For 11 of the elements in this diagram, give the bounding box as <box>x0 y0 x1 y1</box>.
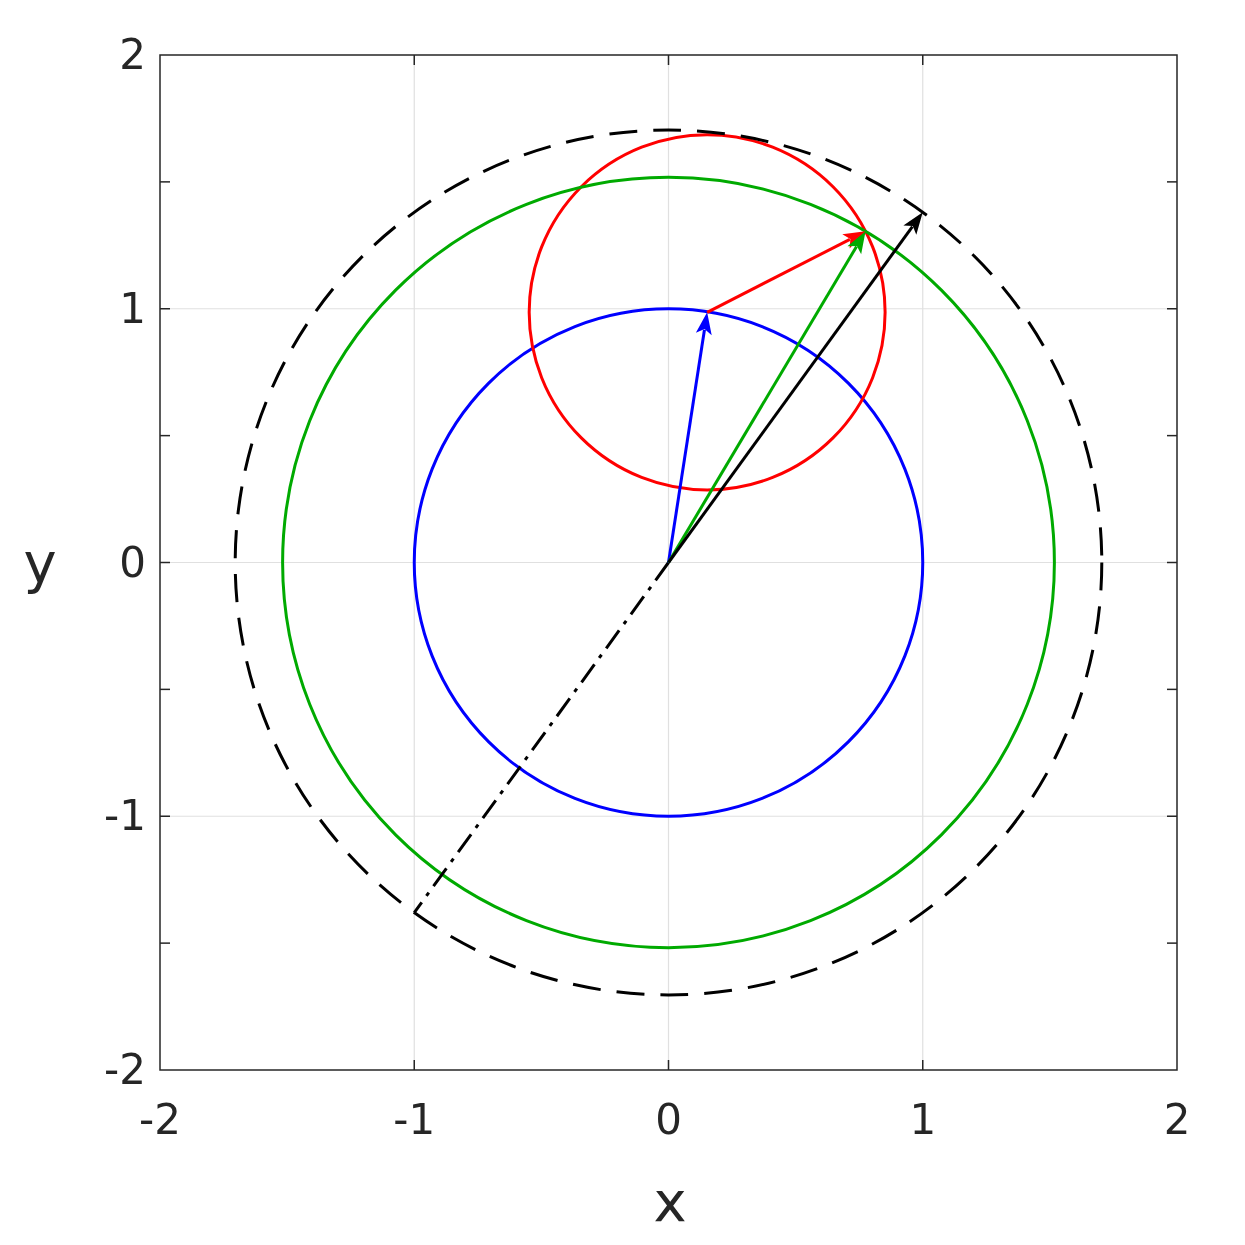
tick-label: 2 <box>119 34 146 76</box>
tick-label: 1 <box>119 287 146 330</box>
tick-label: -2 <box>104 1049 146 1091</box>
axis-label: x <box>653 1174 687 1230</box>
tick-label: -2 <box>139 1099 181 1141</box>
tick-label: -1 <box>393 1099 436 1141</box>
tick-label: 2 <box>1163 1099 1191 1141</box>
tick-label: 1 <box>909 1099 937 1141</box>
tick-label: 0 <box>655 1099 682 1141</box>
tick-label: -1 <box>104 795 146 838</box>
tick-label: 0 <box>119 541 146 584</box>
